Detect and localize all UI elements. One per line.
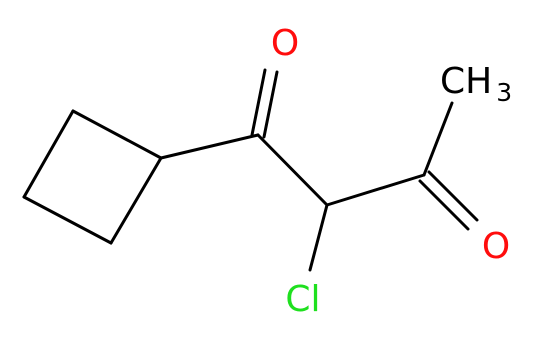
ring-bond-bottom <box>22 195 113 245</box>
carbonyl-2-bond-b <box>427 170 479 222</box>
bond-ring-to-carbonyl-1 <box>159 133 260 160</box>
bond-carbonyl-1-to-chcl <box>256 133 329 207</box>
oxygen-atom-label-right: O <box>482 226 510 267</box>
methyl-group-text: CH <box>440 61 492 102</box>
methyl-subscript: 3 <box>496 78 512 107</box>
cyclobutane-ring <box>22 109 163 245</box>
ring-bond-top <box>71 109 163 160</box>
bond-chcl-to-carbonyl-2 <box>325 173 426 207</box>
methyl-group-label: CH 3 <box>440 61 512 107</box>
bond-carbonyl-2-to-methyl <box>422 101 454 177</box>
carbonyl-2-bond-a <box>418 179 470 231</box>
carbonyl-1-bond-b <box>262 70 279 139</box>
chlorine-atom-label: Cl <box>285 279 320 320</box>
bond-carbon-to-chlorine <box>308 203 329 272</box>
ring-bond-left <box>22 109 75 199</box>
double-bond-carbonyl-2 <box>418 170 479 231</box>
double-bond-carbonyl-1 <box>250 68 279 139</box>
oxygen-atom-label-top: O <box>271 23 299 64</box>
ring-bond-right <box>109 156 163 245</box>
carbonyl-1-bond-a <box>250 68 267 137</box>
